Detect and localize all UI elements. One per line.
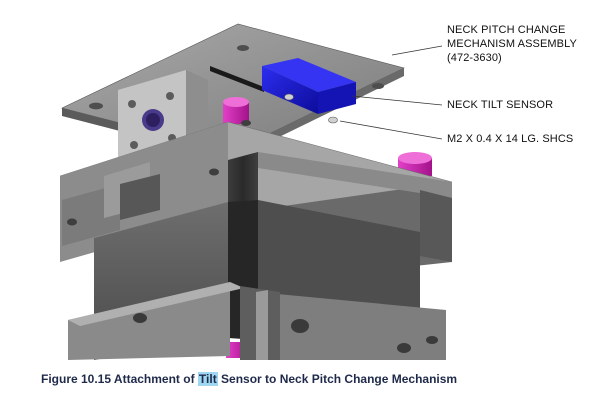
- figure-caption: Figure 10.15 Attachment of Tilt Sensor t…: [41, 372, 457, 386]
- callout-screw: M2 X 0.4 X 14 LG. SHCS: [447, 133, 574, 145]
- callout-assembly: NECK PITCH CHANGE MECHANISM ASSEMBLY (47…: [447, 23, 577, 65]
- caption-highlight[interactable]: Tilt: [197, 372, 218, 386]
- tilt-sensor-side: [318, 82, 356, 114]
- pin: [210, 66, 264, 92]
- callout-tilt-sensor: NECK TILT SENSOR: [447, 99, 554, 111]
- caption-prefix: Figure 10.15 Attachment of: [41, 372, 198, 386]
- tilt-sensor-front: [262, 66, 318, 114]
- lower-plate-left: [68, 282, 230, 360]
- leader-line-sensor: [351, 95, 443, 106]
- lower-plate-right: [256, 292, 446, 360]
- leader-line-assembly: [391, 45, 443, 56]
- caption-suffix: Sensor to Neck Pitch Change Mechanism: [217, 372, 458, 386]
- standoff-1: [223, 102, 249, 124]
- leader-line-screw: [339, 120, 443, 140]
- callout-assembly-line1: NECK PITCH CHANGE: [447, 24, 566, 36]
- callout-assembly-line2: MECHANISM ASSEMBLY: [447, 38, 577, 50]
- tilt-sensor-top: [262, 58, 356, 92]
- callout-assembly-part-number: (472-3630): [447, 52, 502, 64]
